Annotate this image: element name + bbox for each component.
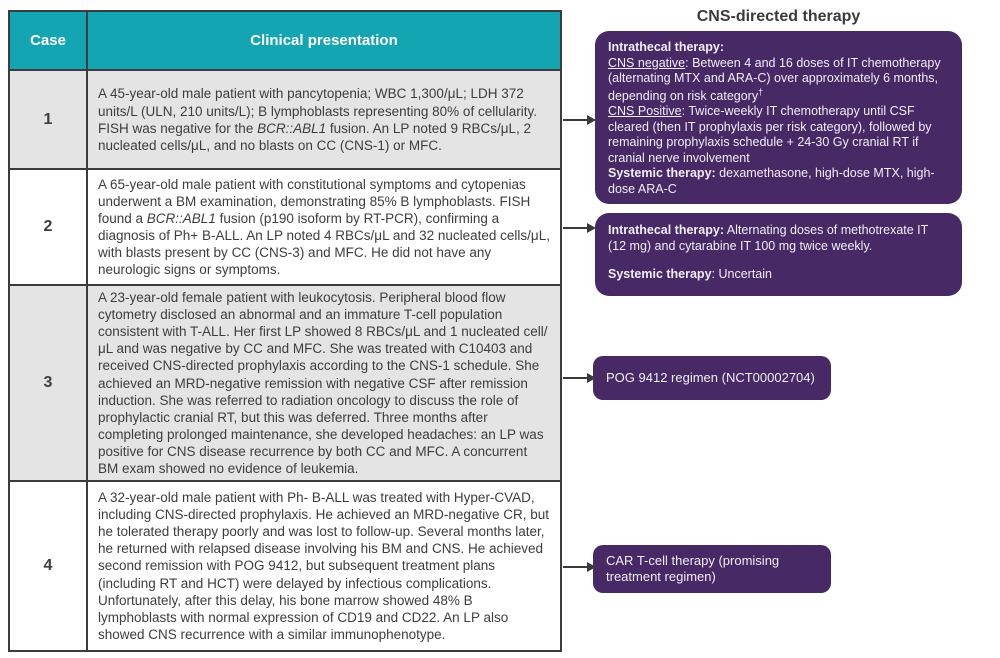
case-column-header: Case <box>10 12 88 70</box>
case-number-3: 3 <box>10 286 88 481</box>
therapy-box-case-1-text: Intrathecal therapy:CNS negative: Betwee… <box>608 40 941 196</box>
case-table: Case Clinical presentation 1 A 45-year-o… <box>8 10 562 652</box>
cns-directed-therapy-title: CNS-directed therapy <box>696 8 861 25</box>
arrow-case4-to-box4-icon <box>563 562 596 572</box>
clinical-presentation-column-header: Clinical presentation <box>250 32 398 50</box>
case-number-4: 4 <box>10 482 88 650</box>
case-number-1: 1 <box>10 71 88 169</box>
case-presentation-3-text: A 23-year-old female patient with leukoc… <box>98 289 548 477</box>
therapy-box-case-4-text: CAR T-cell therapy (promising treatment … <box>606 552 780 584</box>
arrow-case3-to-box3-icon <box>563 373 596 383</box>
table-row-case-3: 3 A 23-year-old female patient with leuk… <box>10 284 560 481</box>
therapy-box-case-2: Intrathecal therapy: Alternating doses o… <box>595 213 962 296</box>
case-presentation-2-text: A 65-year-old male patient with constitu… <box>98 176 550 278</box>
arrow-case1-to-box1-icon <box>563 115 596 125</box>
arrow-case2-to-box2-icon <box>563 223 596 233</box>
therapy-box-case-3-text: POG 9412 regimen (NCT00002704) <box>606 369 815 385</box>
case-presentation-3: A 23-year-old female patient with leukoc… <box>88 286 560 480</box>
table-header-row: Case Clinical presentation <box>10 12 560 70</box>
case-presentation-1: A 45-year-old male patient with pancytop… <box>88 71 560 168</box>
therapy-box-case-3: POG 9412 regimen (NCT00002704) <box>593 356 831 400</box>
therapy-box-case-2-text: Intrathecal therapy: Alternating doses o… <box>608 223 929 281</box>
case-presentation-2: A 65-year-old male patient with constitu… <box>88 170 560 284</box>
therapy-box-case-4: CAR T-cell therapy (promising treatment … <box>593 545 831 593</box>
case-presentation-4-text: A 32-year-old male patient with Ph- B-AL… <box>98 489 549 643</box>
case-number-2: 2 <box>10 170 88 285</box>
table-row-case-4: 4 A 32-year-old male patient with Ph- B-… <box>10 480 560 650</box>
table-row-case-2: 2 A 65-year-old male patient with consti… <box>10 168 560 285</box>
table-row-case-1: 1 A 45-year-old male patient with pancyt… <box>10 69 560 169</box>
therapy-box-case-1: Intrathecal therapy:CNS negative: Betwee… <box>595 31 962 204</box>
case-presentation-4: A 32-year-old male patient with Ph- B-AL… <box>88 482 560 650</box>
case-presentation-1-text: A 45-year-old male patient with pancytop… <box>98 86 537 153</box>
